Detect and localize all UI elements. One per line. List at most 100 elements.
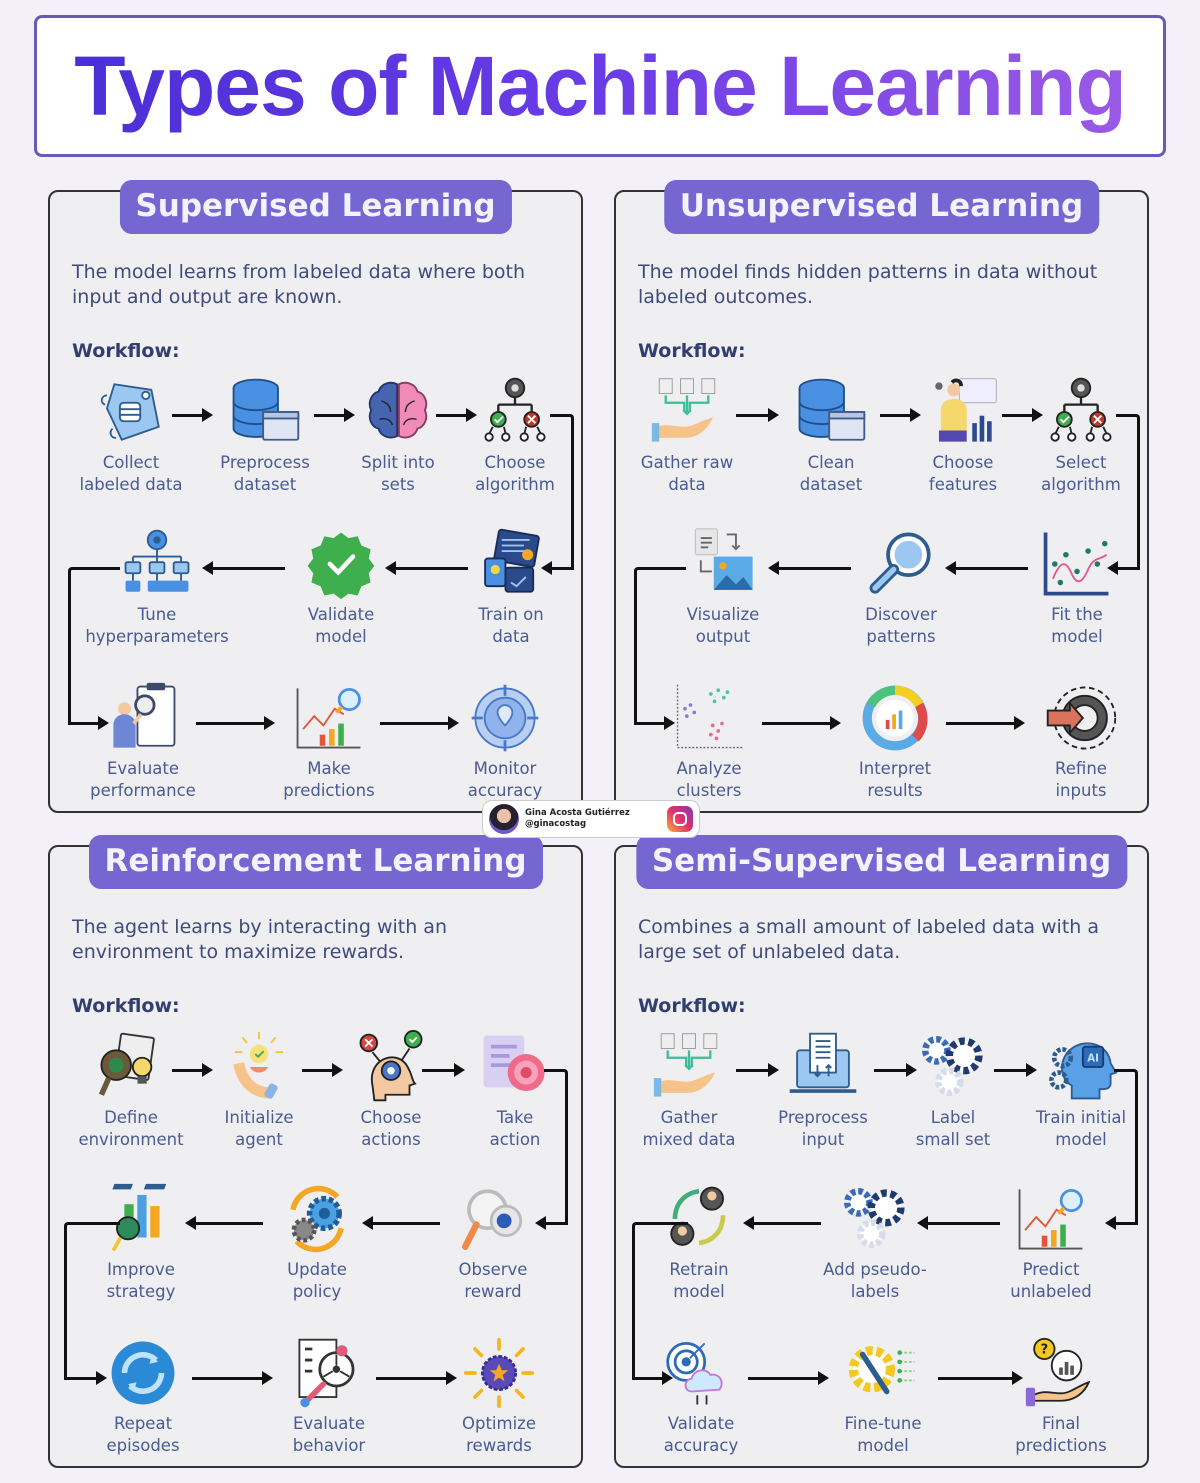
arrow-icon <box>68 716 109 730</box>
arrow-icon <box>380 716 459 730</box>
arrow-icon <box>302 1063 343 1077</box>
step-select-algorithm: Select algorithm <box>1006 374 1156 496</box>
arrow-icon <box>917 1216 1000 1230</box>
page-title: Types of Machine Learning <box>74 38 1127 133</box>
step-gather-mixed-data: Gather mixed data <box>614 1029 764 1151</box>
step-choose-actions: Choose actions <box>316 1029 466 1151</box>
arrow-icon <box>1105 1216 1138 1230</box>
workflow-label: Workflow: <box>72 340 180 362</box>
magnifier-reward-icon <box>455 1181 531 1257</box>
step-repeat-episodes: Repeat episodes <box>68 1335 218 1457</box>
arrow-icon <box>376 1371 457 1385</box>
arrow-icon <box>535 1216 568 1230</box>
ai-head-icon <box>1043 1029 1119 1105</box>
hand-crystal-icon <box>1023 1335 1099 1411</box>
section-description: The model learns from labeled data where… <box>72 261 526 308</box>
step-collect-labeled-data: Collect labeled data <box>56 374 206 496</box>
chart-magnifier-icon <box>291 680 367 756</box>
arrow-icon <box>736 1063 779 1077</box>
step-tune-hyperparameters: Tune hyperparameters <box>82 526 232 648</box>
section-title: Semi-Supervised Learning <box>635 835 1128 889</box>
arrow-icon <box>1107 561 1140 575</box>
ring-chart-icon <box>857 680 933 756</box>
arrow-icon <box>172 408 213 422</box>
section-description: The agent learns by interacting with an … <box>72 916 447 963</box>
arrow-icon <box>880 408 921 422</box>
step-improve-strategy: Improve strategy <box>66 1181 216 1303</box>
arrow-icon <box>762 716 841 730</box>
instagram-icon[interactable] <box>667 806 693 832</box>
checklist-magnifier-icon <box>291 1335 367 1411</box>
step-discover-patterns: Discover patterns <box>826 526 976 648</box>
arrow-icon <box>632 1371 673 1385</box>
workflow-label: Workflow: <box>638 995 746 1017</box>
arrow-icon <box>743 1216 821 1230</box>
hand-bulb-icon <box>221 1029 297 1105</box>
arrow-icon <box>196 716 275 730</box>
author-handle: @ginacostag <box>525 819 587 829</box>
connector-line <box>550 414 574 570</box>
gears-cycle-icon <box>279 1181 355 1257</box>
target-cloud-icon <box>663 1335 739 1411</box>
step-evaluate-performance: Evaluate performance <box>68 680 218 802</box>
hierarchy-gear-icon <box>119 526 195 602</box>
arrow-icon <box>994 1063 1037 1077</box>
target-location-icon <box>467 680 543 756</box>
chart-magnifier-icon <box>1013 1181 1089 1257</box>
step-train-initial-model: Train initial model <box>1006 1029 1156 1151</box>
connector-line <box>1114 1069 1138 1225</box>
arrow-icon <box>874 1063 917 1077</box>
arrow-icon <box>541 561 564 575</box>
panel-unsupervised: Unsupervised Learning The model finds hi… <box>614 180 1152 813</box>
panel-semi-supervised: Semi-Supervised Learning Combines a smal… <box>614 835 1149 1468</box>
arrow-icon <box>946 716 1025 730</box>
panel-supervised: Supervised Learning The model learns fro… <box>48 180 586 813</box>
section-description: The model finds hidden patterns in data … <box>638 261 1098 308</box>
arrow-icon <box>634 716 675 730</box>
arrow-icon <box>385 561 468 575</box>
image-convert-icon <box>685 526 761 602</box>
step-observe-reward: Observe reward <box>418 1181 568 1303</box>
connector-line <box>544 1069 568 1225</box>
arrow-icon <box>314 408 355 422</box>
magnifier-icon <box>863 526 939 602</box>
database-icon <box>793 374 869 450</box>
step-monitor-accuracy: Monitor accuracy <box>430 680 580 802</box>
data-hand-icon <box>651 1029 727 1105</box>
arrow-icon <box>748 1371 829 1385</box>
arrow-icon <box>172 1063 213 1077</box>
training-dashboard-icon <box>473 526 549 602</box>
connector-line <box>64 1222 120 1378</box>
step-visualize-output: Visualize output <box>648 526 798 648</box>
step-preprocess-input: Preprocess input <box>748 1029 898 1151</box>
step-refine-inputs: Refine inputs <box>1006 680 1156 802</box>
step-optimize-rewards: Optimize rewards <box>424 1335 574 1457</box>
decision-tree-icon <box>1043 374 1119 450</box>
step-validate-accuracy: Validate accuracy <box>626 1335 776 1457</box>
step-fit-the-model: Fit the model <box>1002 526 1152 648</box>
step-analyze-clusters: Analyze clusters <box>634 680 784 802</box>
laptop-document-icon <box>785 1029 861 1105</box>
star-burst-icon <box>461 1335 537 1411</box>
connector-line <box>1116 414 1140 570</box>
avatar <box>489 804 519 834</box>
arrow-icon <box>938 1371 1023 1385</box>
arrow-icon <box>192 1371 273 1385</box>
arrow-icon <box>1002 408 1043 422</box>
section-title: Unsupervised Learning <box>663 180 1100 234</box>
author-name: Gina Acosta Gutiérrez <box>525 808 630 818</box>
author-badge[interactable]: Gina Acosta Gutiérrez @ginacostag <box>482 800 700 838</box>
panel-reinforcement: Reinforcement Learning The agent learns … <box>48 835 583 1468</box>
step-take-action: Take action <box>440 1029 590 1151</box>
workflow-label: Workflow: <box>638 340 746 362</box>
cluster-plot-icon <box>671 680 747 756</box>
step-retrain-model: Retrain model <box>624 1181 774 1303</box>
step-initialize-agent: Initialize agent <box>184 1029 334 1151</box>
workflow-label: Workflow: <box>72 995 180 1017</box>
gear-bulb-icon <box>93 1029 169 1105</box>
arrow-icon <box>436 408 477 422</box>
target-checklist-icon <box>477 1029 553 1105</box>
data-tag-icon <box>93 374 169 450</box>
step-train-on-data: Train on data <box>436 526 586 648</box>
arrow-icon <box>362 1216 440 1230</box>
